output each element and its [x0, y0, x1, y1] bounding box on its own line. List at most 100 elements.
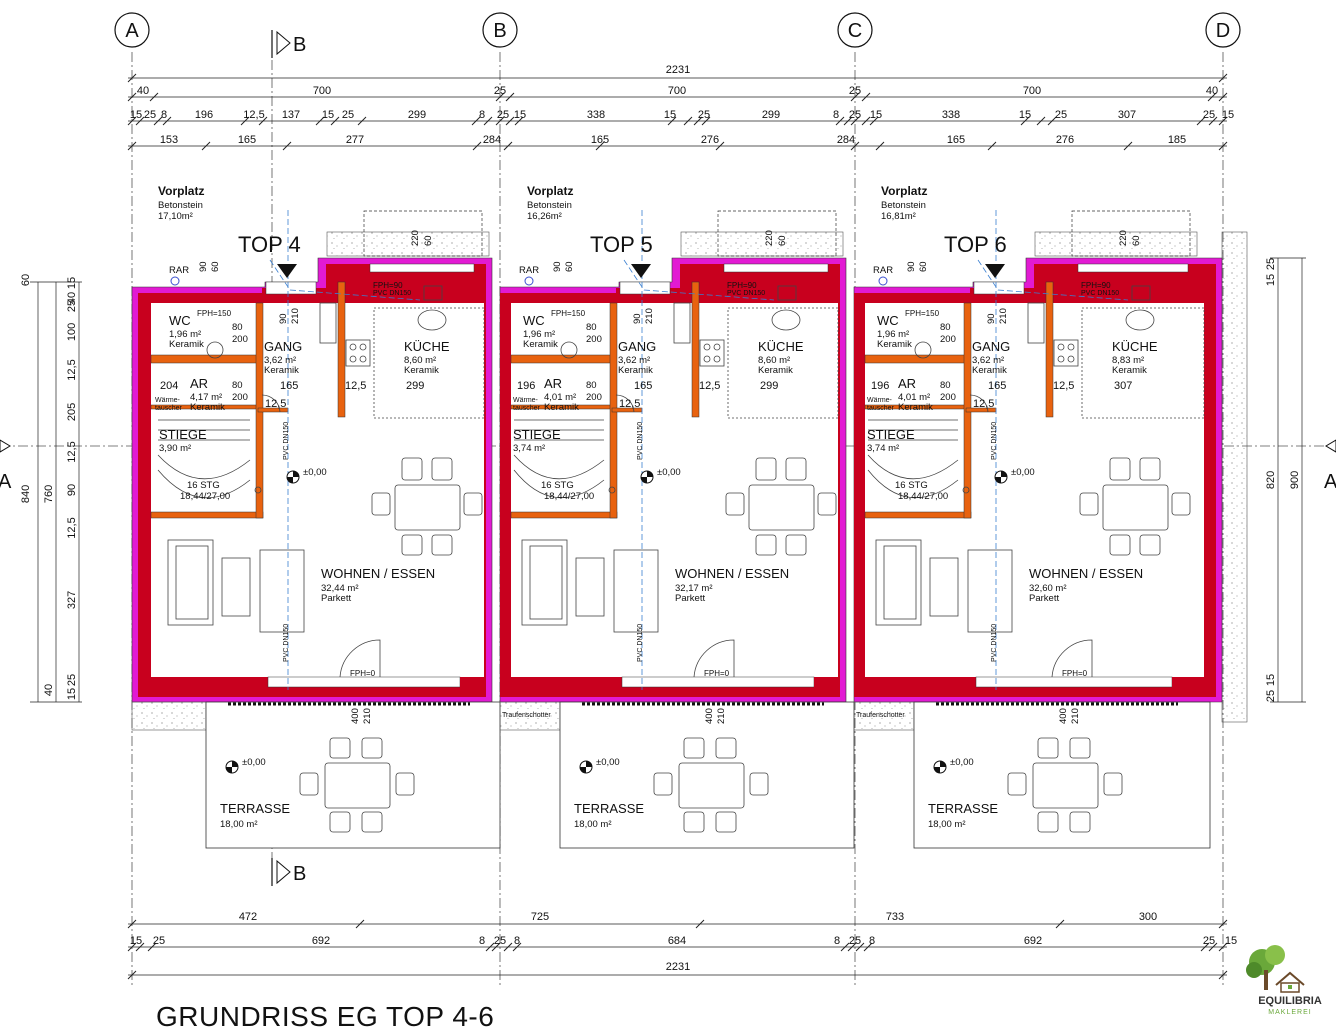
dimension-tick [855, 942, 865, 952]
svg-text:196: 196 [195, 109, 213, 121]
svg-text:700: 700 [313, 85, 331, 97]
svg-text:80: 80 [586, 380, 597, 391]
svg-text:1,96 m²: 1,96 m² [523, 329, 555, 340]
svg-text:25: 25 [494, 85, 506, 97]
svg-text:299: 299 [760, 380, 778, 392]
svg-text:RAR: RAR [873, 265, 893, 276]
svg-text:8,83 m²: 8,83 m² [1112, 355, 1144, 366]
svg-text:A: A [125, 20, 139, 42]
svg-text:210: 210 [998, 308, 1009, 324]
svg-text:A: A [1324, 471, 1336, 493]
svg-text:PVC DN150: PVC DN150 [373, 290, 411, 297]
svg-text:200: 200 [586, 334, 602, 345]
dimension-tick [483, 116, 493, 126]
svg-text:820: 820 [1265, 471, 1277, 489]
svg-text:25: 25 [66, 674, 78, 686]
dimension-tick [987, 141, 997, 151]
svg-text:3,62 m²: 3,62 m² [972, 355, 1004, 366]
svg-text:400: 400 [1058, 708, 1069, 724]
svg-text:200: 200 [232, 334, 248, 345]
dimension-tick [258, 116, 268, 126]
dimension-tick [240, 116, 250, 126]
svg-text:C: C [848, 20, 862, 42]
svg-text:8: 8 [834, 935, 840, 947]
svg-text:KÜCHE: KÜCHE [758, 339, 804, 354]
dimension-tick [514, 116, 524, 126]
svg-text:tauscher: tauscher [155, 405, 183, 412]
svg-text:284: 284 [837, 134, 855, 146]
svg-text:D: D [1216, 20, 1230, 42]
svg-text:Keramik: Keramik [898, 402, 933, 413]
dimension-tick [512, 942, 522, 952]
svg-text:18,44/27,00: 18,44/27,00 [898, 491, 948, 502]
dimension-tick [1208, 942, 1218, 952]
axis-markers: A B C D [114, 12, 1241, 48]
svg-text:25: 25 [1265, 690, 1277, 702]
dimension-tick [495, 116, 505, 126]
svg-text:FPH=0: FPH=0 [350, 669, 376, 678]
svg-text:25: 25 [698, 109, 710, 121]
svg-text:15: 15 [130, 935, 142, 947]
dimension-tick [127, 942, 137, 952]
dimension-bottom-text: 472 725 733 300 15 25 692 8 25 8 684 8 2… [130, 911, 1237, 973]
section-a-right: A [1324, 439, 1336, 493]
svg-text:WOHNEN / ESSEN: WOHNEN / ESSEN [675, 566, 789, 581]
svg-text:8: 8 [479, 109, 485, 121]
svg-text:Parkett: Parkett [321, 593, 351, 604]
svg-text:12,5: 12,5 [619, 398, 640, 410]
dimension-top-ticks [127, 73, 1228, 151]
svg-text:25: 25 [153, 935, 165, 947]
svg-text:TOP 4: TOP 4 [238, 232, 301, 257]
svg-text:299: 299 [406, 380, 424, 392]
svg-text:60: 60 [918, 261, 929, 272]
svg-text:185: 185 [1168, 134, 1186, 146]
svg-text:15: 15 [514, 109, 526, 121]
dimension-tick [1218, 970, 1228, 980]
svg-text:FPH=90: FPH=90 [1081, 281, 1111, 290]
axis-b-marker: B [482, 12, 518, 48]
svg-text:WOHNEN / ESSEN: WOHNEN / ESSEN [1029, 566, 1143, 581]
svg-text:32,44 m²: 32,44 m² [321, 583, 359, 594]
svg-text:Parkett: Parkett [1029, 593, 1059, 604]
svg-text:Vorplatz: Vorplatz [158, 184, 204, 198]
svg-text:Keramik: Keramik [618, 365, 653, 376]
svg-text:EQUILIBRIA: EQUILIBRIA [1258, 995, 1322, 1007]
svg-text:Keramik: Keramik [1112, 365, 1147, 376]
svg-text:760: 760 [43, 485, 55, 503]
svg-text:MAKLEREI: MAKLEREI [1268, 1009, 1311, 1016]
svg-text:200: 200 [232, 392, 248, 403]
svg-text:210: 210 [644, 308, 655, 324]
svg-text:25: 25 [1203, 935, 1215, 947]
dimension-tick [595, 141, 605, 151]
svg-text:Wärme-: Wärme- [867, 397, 893, 404]
svg-text:90: 90 [552, 261, 563, 272]
dimension-tick [850, 141, 860, 151]
dimension-tick [850, 116, 860, 126]
svg-text:GANG: GANG [618, 339, 656, 354]
svg-text:AR: AR [544, 376, 562, 391]
svg-text:KÜCHE: KÜCHE [404, 339, 450, 354]
dimension-tick [701, 116, 711, 126]
svg-text:12,5: 12,5 [66, 517, 78, 538]
svg-text:60: 60 [777, 235, 788, 246]
dimension-right-text: 25 15 820 900 15 25 [1265, 258, 1301, 702]
svg-text:200: 200 [940, 334, 956, 345]
dimension-tick [505, 116, 515, 126]
dimension-tick [135, 942, 145, 952]
dimension-tick [127, 970, 137, 980]
svg-text:16,26m²: 16,26m² [527, 211, 562, 222]
svg-text:210: 210 [716, 708, 727, 724]
svg-text:90: 90 [906, 261, 917, 272]
svg-text:472: 472 [239, 911, 257, 923]
svg-text:196: 196 [517, 380, 535, 392]
svg-text:12,5: 12,5 [66, 359, 78, 380]
svg-text:Keramik: Keramik [169, 339, 204, 350]
svg-text:25: 25 [494, 935, 506, 947]
svg-text:18,00 m²: 18,00 m² [574, 819, 612, 830]
svg-text:18,00 m²: 18,00 m² [220, 819, 258, 830]
drawing-title: GRUNDRISS EG TOP 4-6 [156, 1001, 494, 1032]
svg-text:PVC DN150: PVC DN150 [283, 422, 290, 460]
svg-text:±0,00: ±0,00 [950, 757, 974, 768]
dimension-left-text: 60 40 15 100 25 12,5 205 12,5 90 12,5 32… [20, 274, 78, 700]
